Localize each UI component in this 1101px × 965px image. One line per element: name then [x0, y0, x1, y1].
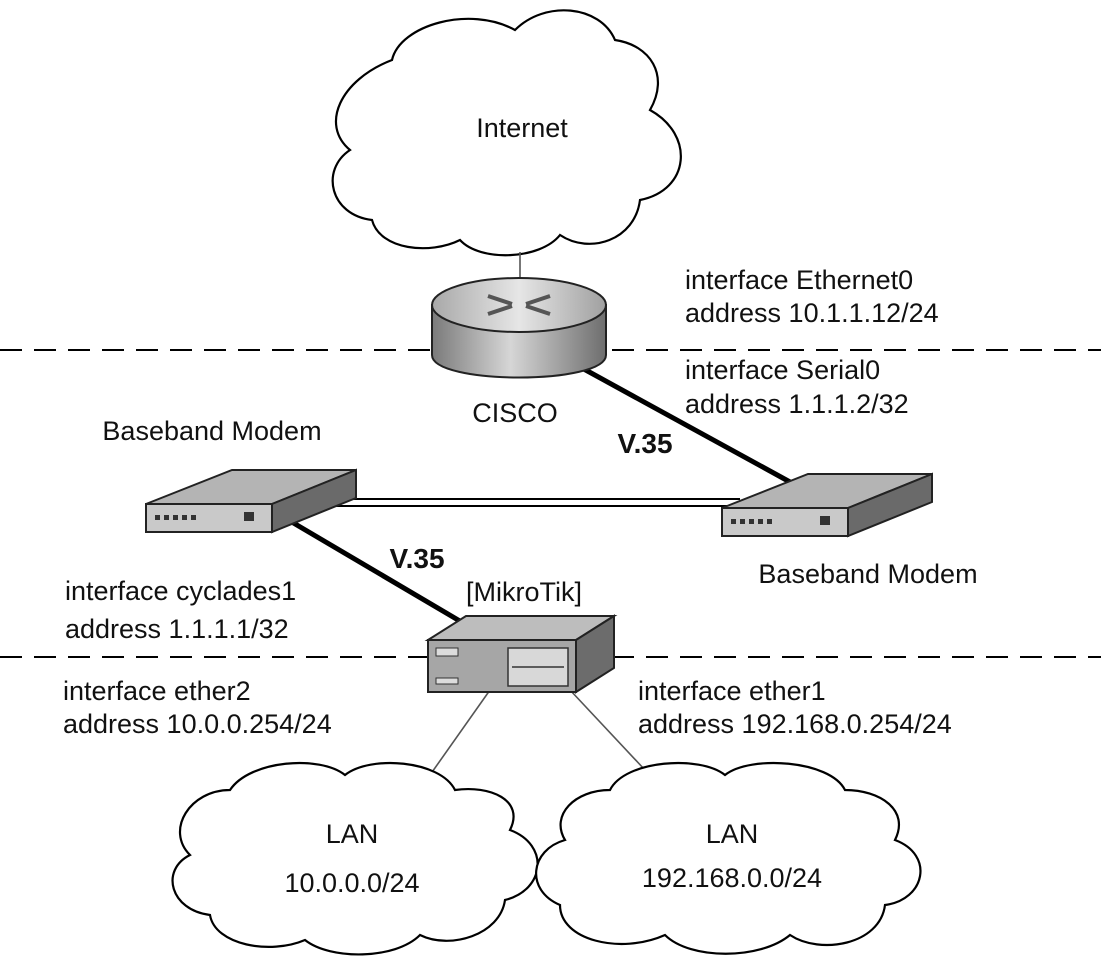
baseband-modem-left: Baseband Modem: [102, 416, 357, 534]
v35-label-top: V.35: [617, 428, 672, 459]
lan-right-label: LAN: [706, 819, 759, 849]
mikrotik-ether1-interface: interface ether1: [638, 676, 826, 706]
mikrotik-lan-right-link: [569, 689, 646, 771]
mikrotik-label: [MikroTik]: [466, 577, 582, 607]
mikrotik-ether2-address: address 10.0.0.254/24: [63, 709, 332, 739]
v35-label-bottom: V.35: [389, 543, 444, 574]
mikrotik-ether2-interface: interface ether2: [63, 676, 251, 706]
cisco-serial-address: address 1.1.1.2/32: [685, 389, 909, 419]
cisco-ethernet-interface: interface Ethernet0: [685, 265, 913, 295]
cisco-router: CISCO: [431, 277, 607, 428]
internet-label: Internet: [476, 113, 568, 143]
lan-left-subnet: 10.0.0.0/24: [284, 868, 419, 898]
mikrotik-lan-left-link: [429, 689, 491, 776]
v35-cable-top: [580, 365, 792, 485]
mikrotik-cyclades-interface: interface cyclades1: [65, 576, 296, 606]
mikrotik-ether1-address: address 192.168.0.254/24: [638, 709, 952, 739]
cisco-label: CISCO: [472, 398, 558, 428]
lan-left-cloud: LAN 10.0.0.0/24: [171, 761, 539, 956]
router-arrows-icon: [487, 294, 551, 316]
cisco-ethernet-address: address 10.1.1.12/24: [685, 298, 939, 328]
mikrotik-router: [MikroTik]: [424, 577, 618, 694]
cisco-serial-interface: interface Serial0: [685, 355, 880, 385]
lan-right-cloud: LAN 192.168.0.0/24: [535, 761, 922, 955]
modem-left-label: Baseband Modem: [102, 416, 321, 446]
v35-cable-bottom: [283, 515, 472, 630]
mikrotik-cyclades-address: address 1.1.1.1/32: [65, 614, 289, 644]
modem-right-label: Baseband Modem: [758, 559, 977, 589]
baseband-modem-right: Baseband Modem: [721, 472, 978, 589]
lan-right-subnet: 192.168.0.0/24: [642, 863, 822, 893]
lan-left-label: LAN: [326, 819, 379, 849]
internet-cloud: Internet: [331, 9, 682, 257]
